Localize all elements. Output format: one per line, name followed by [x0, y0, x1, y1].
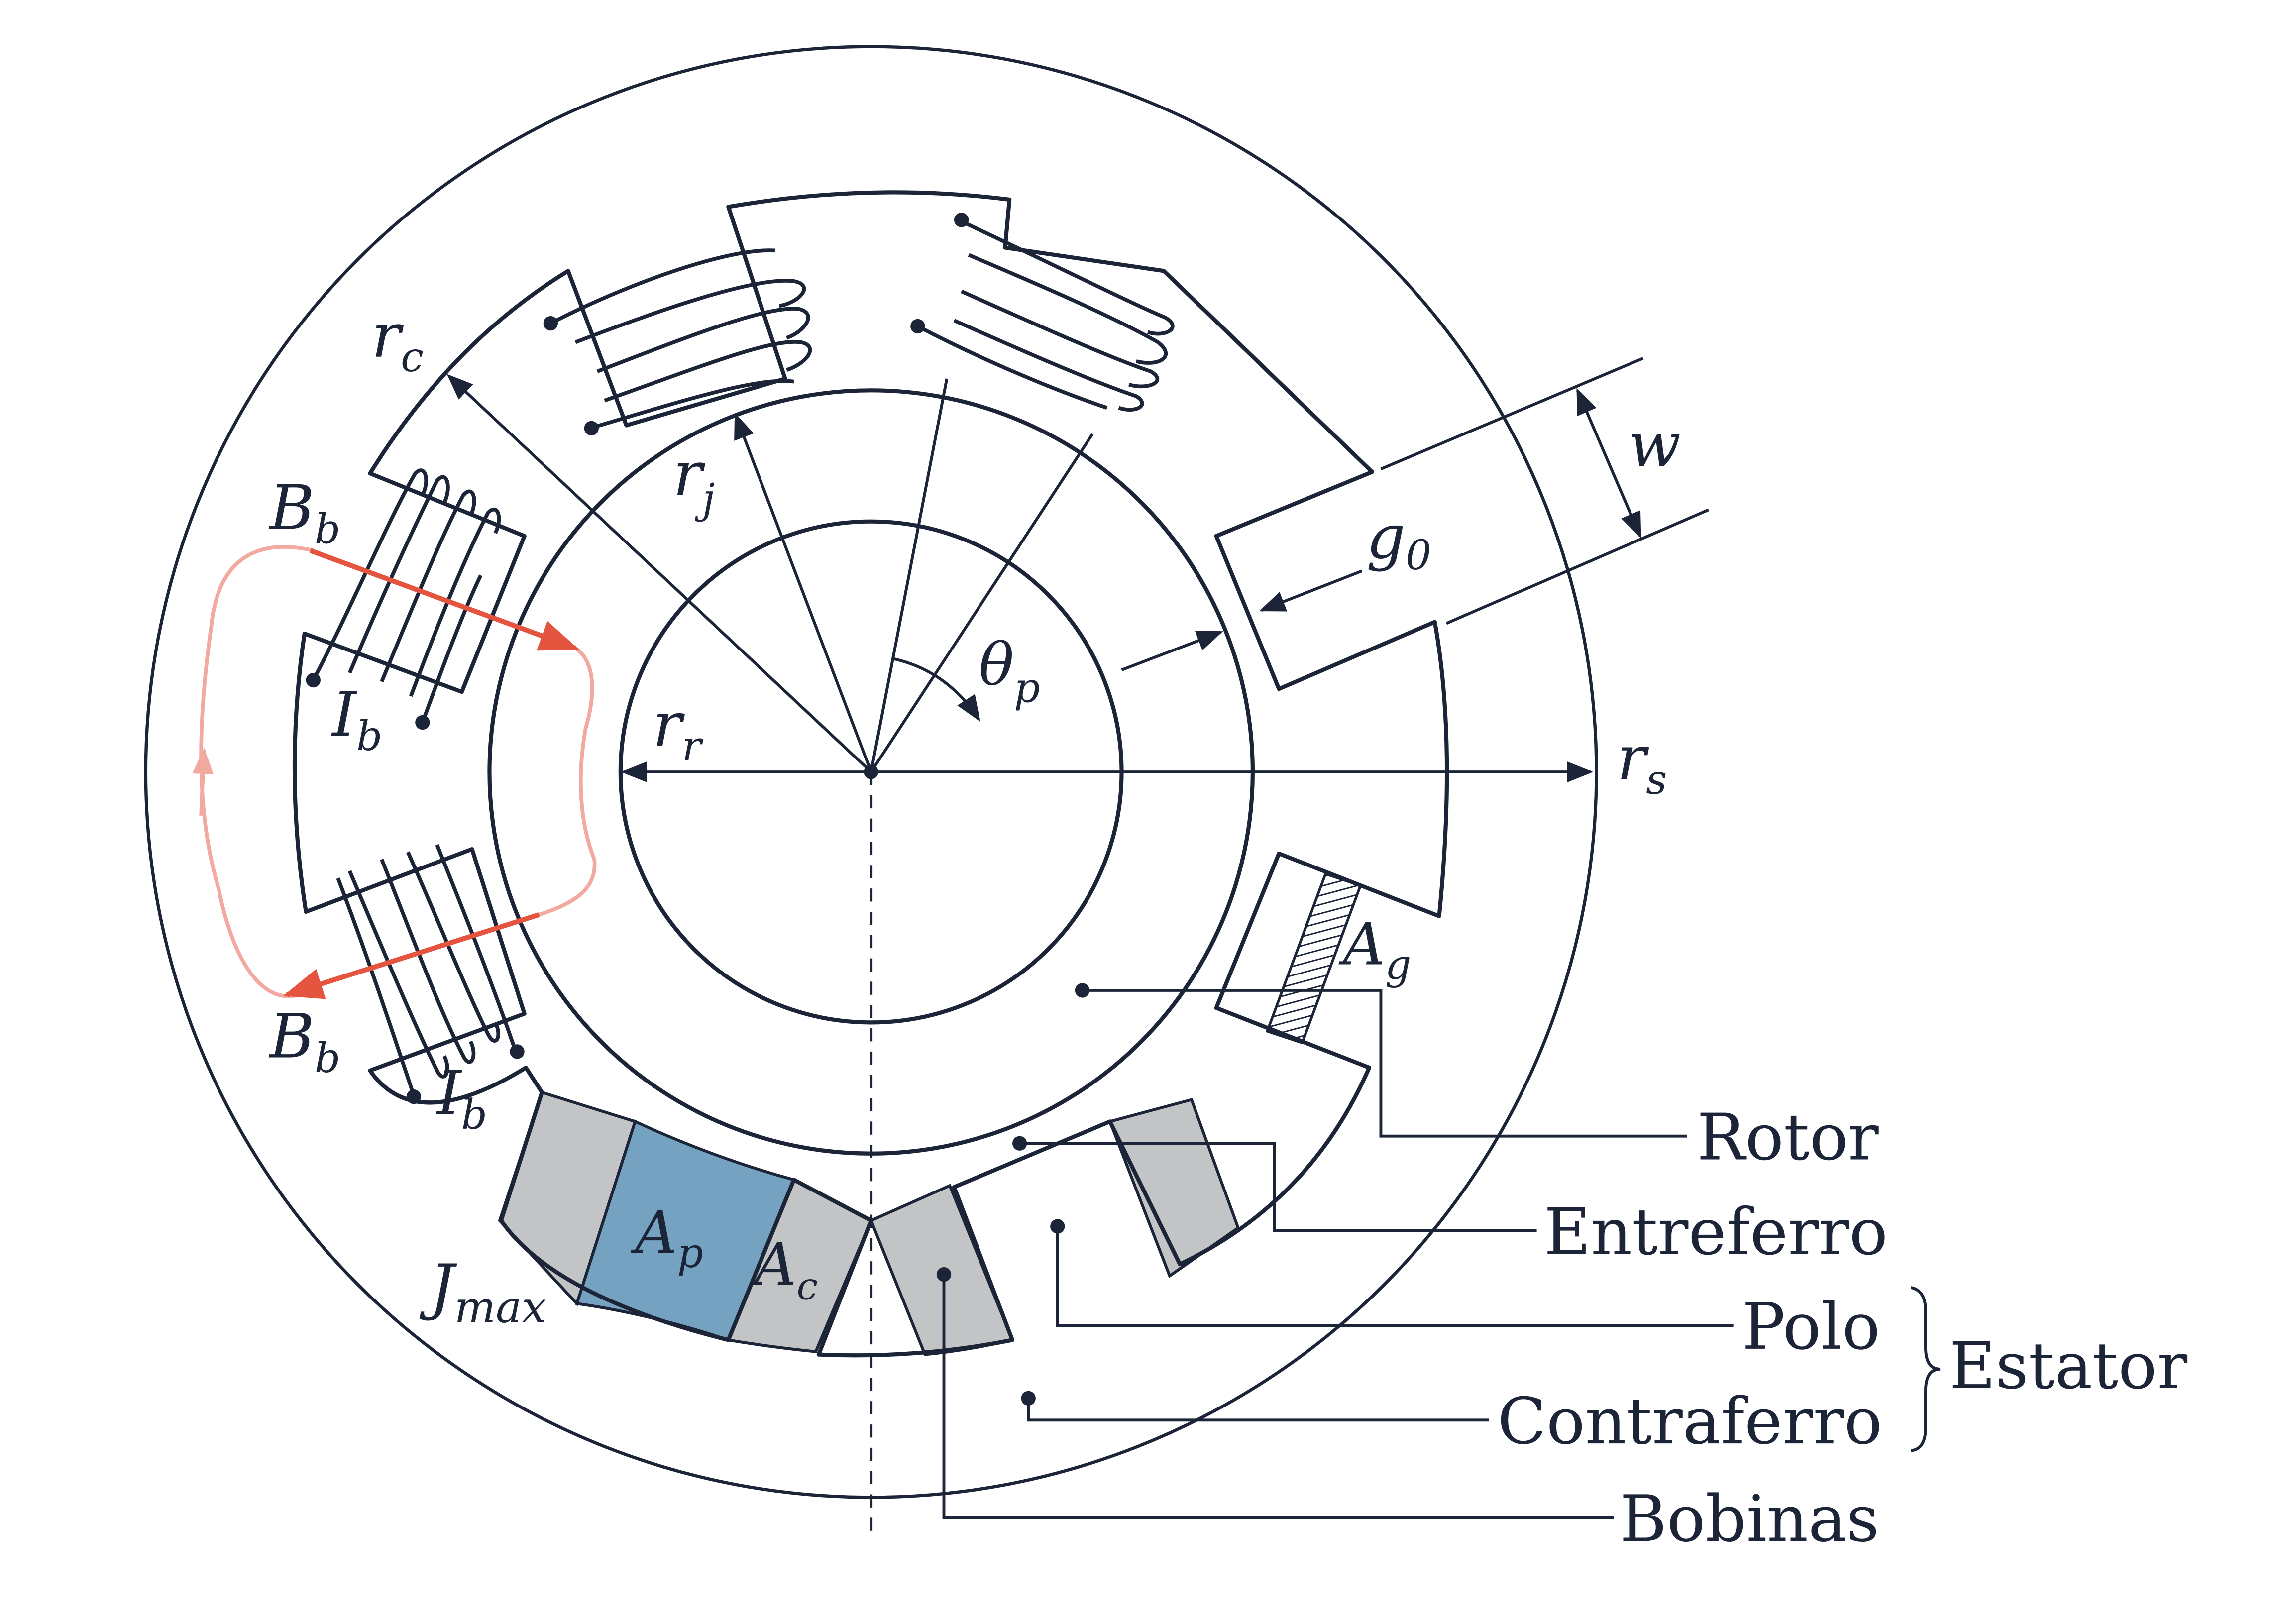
label-jmax: Jmax — [419, 1251, 546, 1333]
legend-polo: Polo — [1742, 1290, 1880, 1364]
flux-arrow-top — [309, 548, 579, 651]
rotor-dot — [1075, 983, 1090, 998]
leader-polo — [1056, 1226, 1734, 1327]
legend-bobinas: Bobinas — [1620, 1482, 1879, 1556]
flux-loop-return — [192, 747, 214, 816]
label-g0: g0 — [1366, 501, 1431, 579]
flux-loop — [199, 545, 597, 998]
coil-terminal — [954, 213, 969, 227]
estator-brace — [1910, 1286, 1941, 1452]
pole-edge-2 — [870, 433, 1094, 773]
coil-ac — [726, 1178, 873, 1353]
leader-bobinas — [942, 1274, 1614, 1519]
leader-contraferro — [1027, 1398, 1489, 1422]
label-ap: Ap — [631, 1198, 703, 1277]
w-line-upper — [1380, 357, 1644, 471]
coil-terminal — [406, 1089, 421, 1104]
label-ag: Ag — [1338, 910, 1411, 988]
label-ac: Ac — [750, 1230, 818, 1308]
label-bb-top: Bb — [269, 472, 341, 553]
g0-arrow-outer — [1259, 569, 1363, 612]
coil-terminal — [415, 715, 430, 730]
coil-terminal — [543, 316, 558, 331]
leader-entreferro — [1019, 1142, 1537, 1232]
contraferro-dot — [1021, 1391, 1036, 1406]
bobinas-dot — [936, 1267, 952, 1282]
label-ib-top: Ib — [331, 679, 382, 760]
coil-terminal — [510, 1044, 525, 1059]
legend-leaders — [942, 989, 1941, 1519]
legend-rotor: Rotor — [1697, 1100, 1879, 1175]
coil-terminal — [584, 421, 599, 436]
coil-terminal — [910, 319, 925, 334]
label-rr: rr — [653, 689, 704, 770]
theta-arc — [891, 656, 980, 722]
rj-arrow — [734, 413, 872, 773]
label-rc: rc — [371, 300, 424, 381]
label-bb-bottom: Bb — [269, 1001, 341, 1082]
w-arrow — [1576, 388, 1642, 539]
w-line-lower — [1445, 508, 1710, 625]
leader-rotor — [1082, 989, 1687, 1138]
coil-top-right — [917, 219, 1175, 412]
label-rs: rs — [1617, 723, 1667, 804]
label-ib-bottom: Ib — [436, 1058, 487, 1139]
legend-entreferro: Entreferro — [1544, 1195, 1888, 1270]
polo-dot — [1050, 1219, 1065, 1234]
label-w: w — [1629, 409, 1681, 480]
g0-arrow-inner — [1121, 631, 1223, 671]
coil-top-left — [549, 248, 812, 431]
label-theta: θp — [979, 630, 1040, 712]
pole-edge-1 — [870, 378, 949, 772]
rc-arrow — [446, 374, 872, 773]
coil-left-lower — [336, 844, 518, 1096]
entreferro-dot — [1012, 1136, 1027, 1151]
flux-arrow-bottom — [283, 912, 540, 999]
coil-left-upper — [311, 468, 501, 723]
coil-terminal — [306, 673, 321, 688]
legend-contraferro: Contraferro — [1498, 1384, 1882, 1459]
label-rj: rj — [673, 438, 715, 523]
legend-estator: Estator — [1949, 1329, 2188, 1404]
